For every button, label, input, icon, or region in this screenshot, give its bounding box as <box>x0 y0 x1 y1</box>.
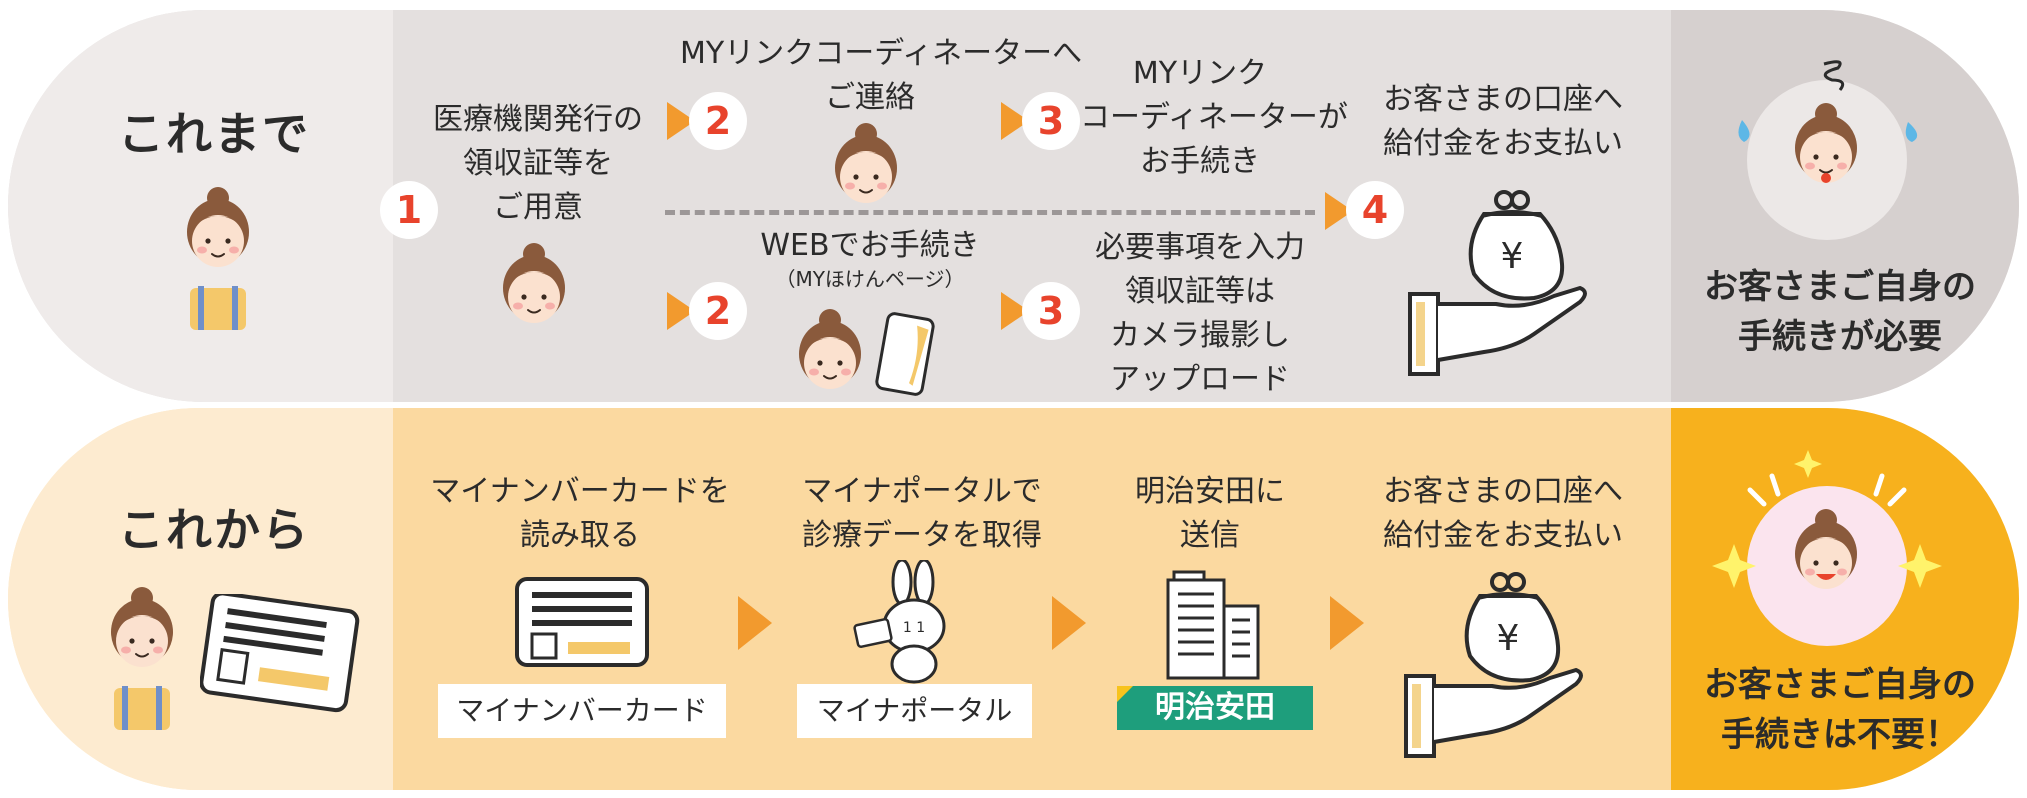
current-result-text: お客さまご自身の 手続きが必要 <box>1704 267 1976 357</box>
woman-icon <box>502 242 566 324</box>
current-heading: これまで <box>118 107 310 161</box>
step-number-3-upper: 3 <box>1022 92 1080 150</box>
arrow-icon <box>1330 596 1364 650</box>
path-divider <box>665 210 1315 215</box>
step2-upper-text: MYリンクコーディネーターへ ご連絡 <box>680 36 1083 115</box>
step3-upper-text: MYリンク コーディネーターが お手続き <box>1080 56 1348 179</box>
happy-face-icon <box>1712 450 1942 590</box>
future-heading-zone <box>8 408 393 790</box>
svg-text:1 1: 1 1 <box>903 620 925 636</box>
step2-lower-title: WEBでお手続き <box>760 228 980 263</box>
yen-symbol: ¥ <box>1497 618 1520 659</box>
woman-icon <box>110 586 174 730</box>
step-number-1: 1 <box>380 181 438 239</box>
arrow-icon <box>1052 596 1086 650</box>
step3-lower-text: 必要事項を入力 領収証等は カメラ撮影し アップロード <box>1095 230 1305 397</box>
woman-icon <box>186 186 250 330</box>
my-number-card-icon <box>515 577 649 667</box>
stepB-text: マイナポータルで 診療データを取得 <box>802 474 1042 553</box>
step-number-3-lower: 3 <box>1022 282 1080 340</box>
money-purse-hand-icon: ¥ <box>1404 572 1583 758</box>
yen-symbol: ¥ <box>1501 236 1524 277</box>
future-result-text: お客さまご自身の 手続きは不要！ <box>1704 665 1976 755</box>
stepA-text: マイナンバーカードを 読み取る <box>430 474 730 553</box>
step-number-2-upper: 2 <box>689 92 747 150</box>
step-number-4: 4 <box>1346 181 1404 239</box>
step2-lower-subtitle: （MYほけんページ） <box>775 267 965 291</box>
future-heading: これから <box>118 503 310 557</box>
step-number-2-lower: 2 <box>689 282 747 340</box>
step1-text: 医療機関発行の 領収証等を ご用意 <box>433 102 643 225</box>
my-number-card-icon <box>200 594 360 713</box>
logo-corner-mark <box>1117 686 1133 702</box>
stepC-text: 明治安田に 送信 <box>1135 474 1285 553</box>
smartphone-icon <box>875 312 935 396</box>
building-icon <box>1166 570 1260 680</box>
mynumber-card-label: マイナンバーカード <box>438 684 726 738</box>
money-purse-hand-icon: ¥ <box>1408 190 1587 376</box>
current-process-band <box>8 10 2019 402</box>
woman-icon <box>798 308 862 390</box>
woman-icon <box>834 122 898 204</box>
step4-text: お客さまの口座へ 給付金をお支払い <box>1383 82 1623 161</box>
myna-rabbit-icon: 1 1 <box>853 560 946 684</box>
worried-face-icon <box>1738 60 1918 184</box>
mynaportal-label: マイナポータル <box>797 684 1032 738</box>
stepD-text: お客さまの口座へ 給付金をお支払い <box>1383 474 1623 553</box>
meiji-yasuda-logo: 明治安田 <box>1117 686 1313 730</box>
arrow-icon <box>738 596 772 650</box>
